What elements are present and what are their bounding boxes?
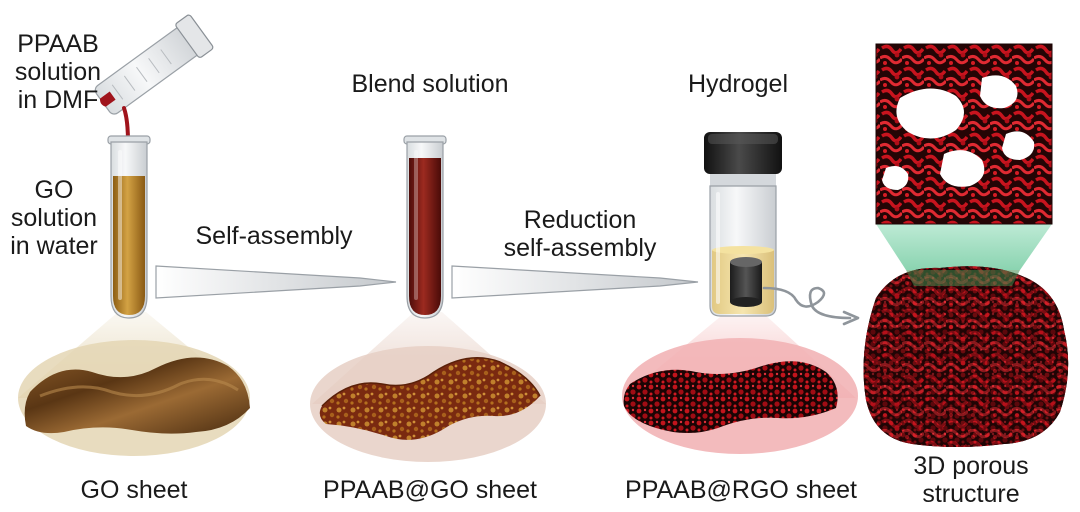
label-go-sheet: GO sheet [80, 476, 188, 504]
reduction-arrow [451, 265, 699, 299]
label-ppaab-solution: PPAAB solution in DMF [6, 30, 110, 114]
ppaab-rgo-sheet-shape [623, 361, 838, 433]
porous-blob [863, 266, 1069, 447]
porous-zoom-frustum [876, 224, 1052, 270]
label-go-solution: GO solution in water [2, 176, 106, 260]
hydrogel-vial [704, 132, 782, 317]
label-ppaab-line-1: PPAAB [17, 30, 99, 58]
label-reduction-line-1: Reduction [523, 206, 637, 234]
go-sheet-shape [24, 357, 250, 434]
label-go-line-3: in water [10, 232, 98, 260]
label-ppaab-line-3: in DMF [17, 86, 99, 114]
label-porous-line-2: structure [922, 480, 1020, 508]
label-3d-porous-structure: 3D porous structure [886, 452, 1056, 508]
label-self-assembly: Self-assembly [195, 222, 353, 250]
label-reduction-line-2: self-assembly [503, 234, 657, 262]
label-ppaab-go-sheet: PPAAB@GO sheet [323, 476, 537, 504]
label-hydrogel: Hydrogel [687, 70, 789, 98]
label-ppaab-line-2: solution [14, 58, 102, 86]
label-go-line-2: solution [10, 204, 98, 232]
zoom-squiggle-arrow [762, 286, 860, 326]
label-blend-solution: Blend solution [351, 70, 509, 98]
label-reduction-self-assembly: Reduction self-assembly [490, 206, 670, 262]
label-porous-line-1: 3D porous [913, 452, 1029, 480]
self-assembly-arrow [155, 265, 397, 299]
go-test-tube [107, 135, 151, 319]
ppaab-go-sheet-shape [319, 357, 541, 440]
label-ppaab-rgo-sheet: PPAAB@RGO sheet [625, 476, 857, 504]
porous-zoom-image [875, 43, 1053, 225]
label-go-line-1: GO [34, 176, 74, 204]
blend-test-tube [403, 135, 447, 319]
